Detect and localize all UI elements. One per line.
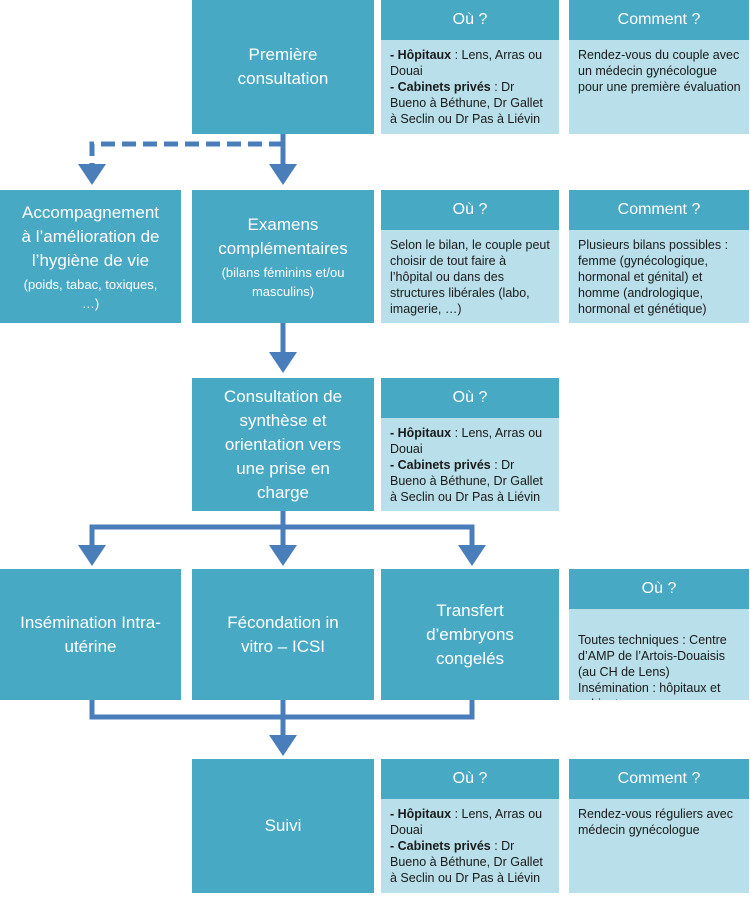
hopitaux-label: - Hôpitaux (390, 807, 452, 821)
arrow-head (269, 164, 297, 185)
arrow-head (458, 545, 486, 566)
arrow-head (269, 545, 297, 566)
ou-info-examens: Selon le bilan, le couple peut choisir d… (381, 230, 559, 323)
step-accompagnement: Accompagnement à l’amélioration de l’hyg… (0, 190, 181, 323)
step-title: Examens complémentaires (218, 214, 348, 258)
comment-info-suivi: Rendez-vous réguliers avec médecin gynéc… (569, 799, 749, 893)
comment-text: Rendez-vous du couple avec un médecin gy… (578, 48, 741, 94)
ou-info-techniques: Toutes techniques : Centre d’AMP de l’Ar… (569, 609, 749, 700)
hopitaux-text: : Lens, Arras ou Douai (390, 48, 543, 78)
comment-header: Comment ? (569, 759, 749, 799)
step-fecondation: Fécondation in vitro – ICSI (192, 569, 374, 700)
cabinets-text: : Dr Bueno à Béthune, Dr Gallet à Seclin… (390, 80, 543, 126)
ou-info-suivi: - Hôpitaux : Lens, Arras ou Douai - Cabi… (381, 799, 559, 893)
ou-header: Où ? (381, 190, 559, 230)
cabinets-label: - Cabinets privés (390, 839, 491, 853)
comment-header: Comment ? (569, 190, 749, 230)
hopitaux-text: : Lens, Arras ou Douai (390, 807, 543, 837)
arrow-head (269, 735, 297, 756)
step-synthese: Consultation de synthèse et orientation … (192, 378, 374, 511)
step-title: Suivi (264, 816, 302, 835)
arrow-head (269, 352, 297, 373)
step-title: Première consultation (237, 45, 329, 88)
arrow-heads (78, 164, 486, 756)
ou-info-premiere: - Hôpitaux : Lens, Arras ou Douai - Cabi… (381, 40, 559, 134)
comment-header: Comment ? (569, 0, 749, 40)
ou-text: Selon le bilan, le couple peut choisir d… (390, 238, 550, 316)
ou-info-synthese: - Hôpitaux : Lens, Arras ou Douai - Cabi… (381, 418, 559, 511)
comment-info-examens: Plusieurs bilans possibles : femme (gyné… (569, 230, 749, 323)
step-title: Fécondation in vitro – ICSI (227, 612, 339, 656)
arrow-dashed-to-accompagnement (89, 141, 283, 175)
ou-header: Où ? (381, 759, 559, 799)
ou-header: Où ? (381, 378, 559, 418)
cabinets-label: - Cabinets privés (390, 80, 491, 94)
cabinets-text: : Dr Bueno à Béthune, Dr Gallet à Seclin… (390, 839, 543, 885)
step-subtitle: (poids, tabac, toxiques, …) (23, 276, 158, 311)
ou-header: Où ? (381, 0, 559, 40)
arrow-head (78, 164, 106, 185)
step-title: Consultation de synthèse et orientation … (223, 386, 343, 502)
step-title: Transfert d’embryons congelés (426, 600, 514, 668)
comment-text: Plusieurs bilans possibles : femme (gyné… (578, 238, 729, 316)
comment-text: Rendez-vous réguliers avec médecin gynéc… (578, 807, 733, 837)
hopitaux-text: : Lens, Arras ou Douai (390, 426, 543, 456)
hopitaux-label: - Hôpitaux (390, 426, 452, 440)
step-premiere-consultation: Première consultation (192, 0, 374, 134)
step-title: Insémination Intra- utérine (20, 612, 161, 656)
step-insemination: Insémination Intra- utérine (0, 569, 181, 700)
hopitaux-label: - Hôpitaux (390, 48, 452, 62)
comment-info-premiere: Rendez-vous du couple avec un médecin gy… (569, 40, 749, 134)
ou-text: Toutes techniques : Centre d’AMP de l’Ar… (578, 633, 727, 700)
step-title: Accompagnement à l’amélioration de l’hyg… (21, 202, 160, 270)
arrow-head (78, 545, 106, 566)
cabinets-text: : Dr Bueno à Béthune, Dr Gallet à Seclin… (390, 458, 543, 504)
ou-header: Où ? (569, 569, 749, 609)
step-subtitle: (bilans féminins et/ou masculins) (221, 264, 345, 299)
step-examens: Examens complémentaires (bilans féminins… (192, 190, 374, 323)
step-suivi: Suivi (192, 759, 374, 893)
step-transfert: Transfert d’embryons congelés (381, 569, 559, 700)
cabinets-label: - Cabinets privés (390, 458, 491, 472)
